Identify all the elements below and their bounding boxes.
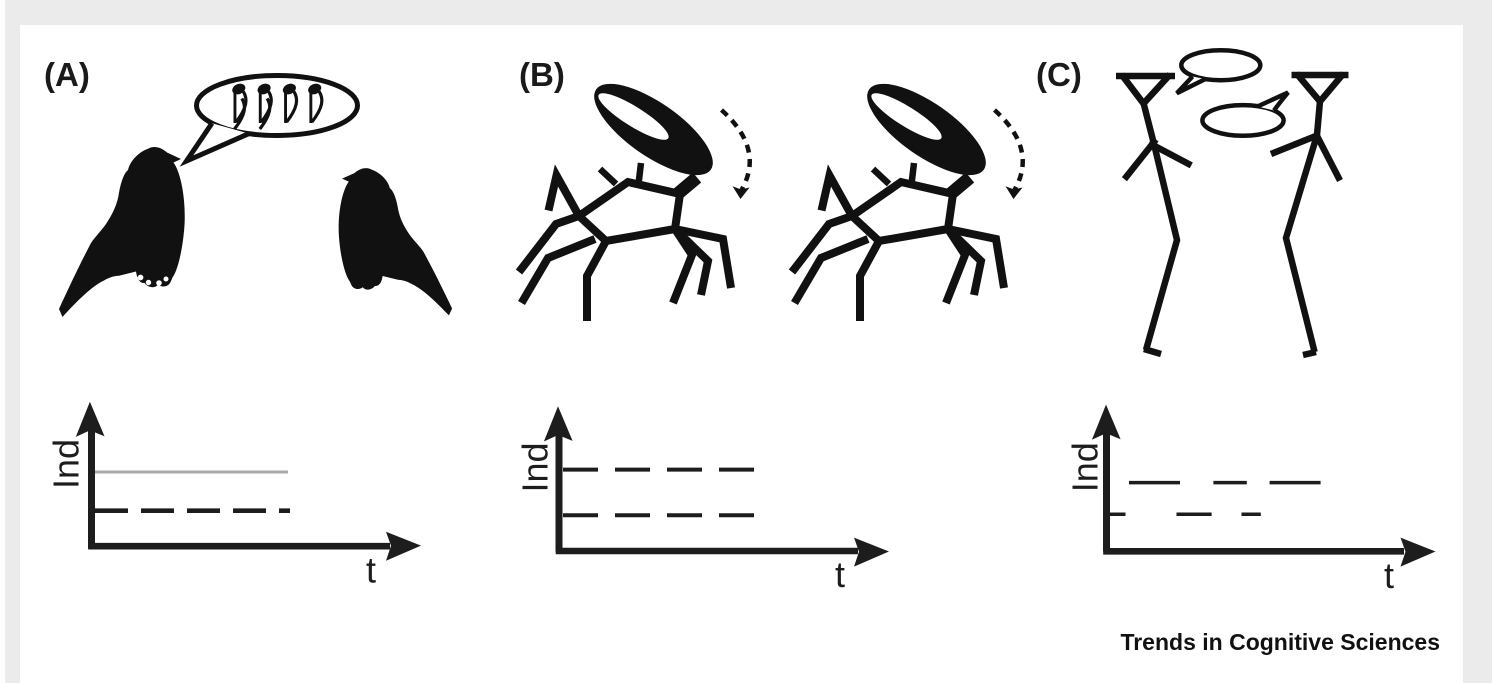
svg-text:Ind: Ind [515, 442, 556, 492]
svg-text:t: t [366, 550, 376, 591]
svg-text:Ind: Ind [1065, 442, 1106, 492]
svg-text:Trends in Cognitive Sciences: Trends in Cognitive Sciences [1120, 629, 1440, 655]
svg-text:t: t [835, 554, 845, 595]
svg-text:t: t [1384, 555, 1394, 596]
svg-text:(C): (C) [1036, 56, 1082, 93]
svg-text:(A): (A) [44, 56, 90, 93]
svg-text:(B): (B) [519, 56, 565, 93]
svg-text:Ind: Ind [46, 439, 87, 489]
